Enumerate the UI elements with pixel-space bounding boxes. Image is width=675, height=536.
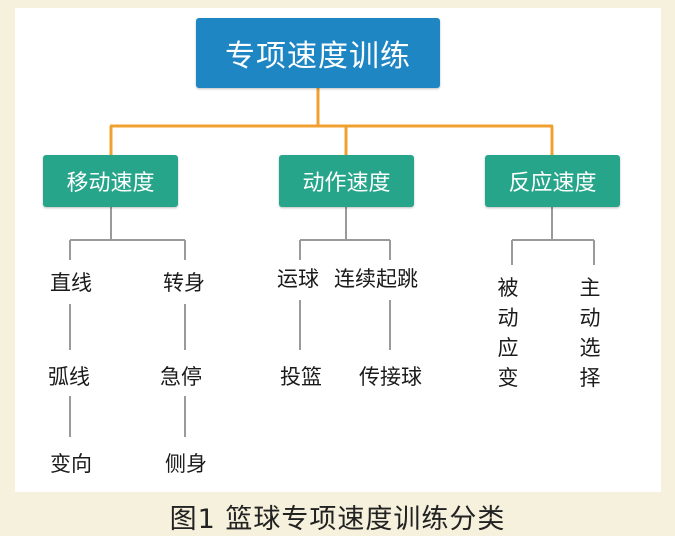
leaf-sideways: 侧身 — [165, 452, 207, 476]
leaf-continuous-jump: 连续起跳 — [334, 267, 418, 291]
category-label: 移动速度 — [66, 171, 155, 196]
root-node-label: 专项速度训练 — [225, 39, 411, 74]
leaf-dribble: 运球 — [277, 267, 319, 291]
category-label: 反应速度 — [508, 171, 597, 196]
leaf-pass-catch: 传接球 — [359, 365, 422, 389]
category-action-speed: 动作速度 — [279, 155, 414, 207]
root-node: 专项速度训练 — [196, 18, 440, 88]
diagram-panel — [15, 8, 661, 492]
leaf-passive-response: 被动应变 — [497, 276, 519, 390]
leaf-arc: 弧线 — [48, 365, 90, 389]
leaf-sudden-stop: 急停 — [160, 365, 202, 389]
leaf-shoot: 投篮 — [280, 365, 322, 389]
leaf-active-choice: 主动选择 — [579, 276, 601, 390]
leaf-turn: 转身 — [163, 271, 205, 295]
category-label: 动作速度 — [302, 171, 391, 196]
leaf-straight: 直线 — [50, 271, 92, 295]
leaf-change-direction: 变向 — [50, 452, 92, 476]
category-movement-speed: 移动速度 — [43, 155, 178, 207]
category-reaction-speed: 反应速度 — [485, 155, 620, 207]
figure-caption: 图1 篮球专项速度训练分类 — [169, 504, 506, 535]
